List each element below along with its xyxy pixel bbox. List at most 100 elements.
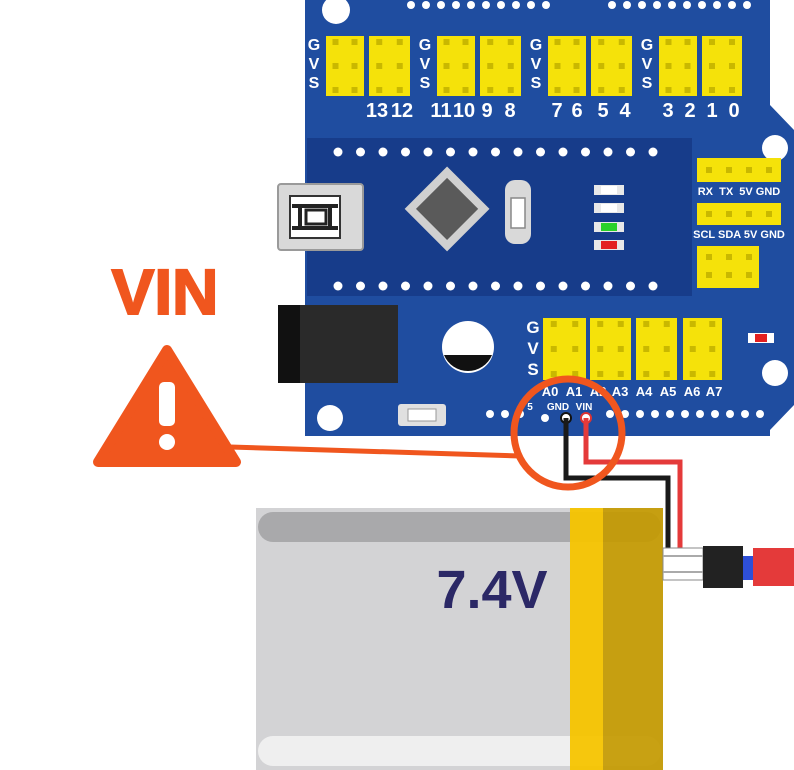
- battery-top-highlight: [258, 512, 661, 542]
- gvs-letter: G: [530, 37, 542, 54]
- gvs-letter: S: [420, 75, 431, 92]
- nano-pin: [648, 281, 658, 291]
- gvs-header-block: [326, 36, 364, 96]
- top-header-dots: [407, 1, 751, 9]
- power-wires: [563, 418, 683, 548]
- digital-pin-number: 9: [481, 100, 492, 122]
- gvs-header-block: [702, 36, 742, 96]
- analog-gvs-headers: [543, 318, 722, 380]
- gvs-header-block: [437, 36, 475, 96]
- vin-pin-label: VIN: [576, 402, 593, 413]
- mounting-hole: [762, 360, 788, 386]
- digital-pin-number: 0: [728, 100, 739, 122]
- gvs-letter: G: [419, 37, 431, 54]
- digital-pin-number: 13: [366, 100, 388, 122]
- gvs-letter: V: [642, 56, 653, 73]
- gvs-header-block: [590, 318, 631, 380]
- black-wire: [563, 418, 671, 548]
- lipo-battery: 7.4V: [256, 508, 794, 770]
- nano-pin: [603, 147, 613, 157]
- nano-pin: [468, 281, 478, 291]
- i2c-header: SCL SDA 5V GND: [693, 203, 785, 241]
- digital-pin-number: 11: [430, 100, 451, 122]
- digital-gvs-headers: [326, 36, 742, 96]
- reset-button: [398, 404, 446, 426]
- digital-pin-number: 7: [551, 100, 562, 122]
- digital-pin-number: 5: [597, 100, 608, 122]
- gvs-letter: S: [642, 75, 653, 92]
- nano-pin: [491, 281, 500, 291]
- gvs-letter: S: [527, 360, 538, 379]
- capacitor: [442, 321, 494, 373]
- nano-pin: [603, 281, 613, 291]
- power-pin-prefix: 5: [527, 402, 533, 413]
- gvs-letter: S: [309, 75, 320, 92]
- nano-pin: [558, 147, 568, 157]
- gvs-letter: V: [309, 56, 320, 73]
- nano-pin: [356, 281, 365, 291]
- gnd-pin-label: GND: [547, 402, 569, 413]
- digital-pin-number: 10: [453, 100, 475, 122]
- warning-triangle-icon: [93, 345, 241, 467]
- analog-pin-label: A0: [542, 384, 559, 399]
- dc-barrel-jack: [278, 305, 398, 383]
- nano-pin: [491, 147, 500, 157]
- nano-pin: [446, 281, 455, 291]
- digital-pin-number: 8: [504, 100, 515, 122]
- gvs-header-block: [591, 36, 632, 96]
- nano-pin: [378, 281, 388, 291]
- analog-pin-label: A3: [612, 384, 629, 399]
- gvs-letter: V: [420, 56, 431, 73]
- nano-pin: [378, 147, 388, 157]
- gvs-letter: V: [531, 56, 542, 73]
- digital-pin-number: 12: [391, 100, 413, 122]
- digital-pin-number: 4: [619, 100, 631, 122]
- mounting-hole: [317, 405, 343, 431]
- nano-board: [307, 138, 692, 296]
- nano-pin-row-top: [333, 147, 658, 157]
- gvs-header-block: [543, 318, 586, 380]
- nano-pin: [581, 147, 590, 157]
- gvs-letter: G: [641, 37, 653, 54]
- analog-pin-label: A4: [636, 384, 653, 399]
- gvs-header-block: [480, 36, 521, 96]
- analog-gvs-letters: GVS: [526, 318, 539, 379]
- gvs-letter: S: [531, 75, 542, 92]
- gvs-letter: G: [526, 318, 539, 337]
- nano-pin: [333, 147, 343, 157]
- digital-pin-number: 6: [571, 100, 582, 122]
- nano-pin: [626, 281, 635, 291]
- nano-pin: [401, 147, 410, 157]
- crystal-oscillator: [505, 180, 531, 244]
- nano-pin: [401, 281, 410, 291]
- mounting-hole: [762, 135, 788, 161]
- gvs-letter: V: [527, 339, 539, 358]
- analog-pin-label: A6: [684, 384, 701, 399]
- digital-pin-number: 2: [684, 100, 695, 122]
- i2c-label: SCL SDA 5V GND: [693, 229, 785, 241]
- nano-pin: [423, 147, 433, 157]
- red-wire: [583, 418, 683, 548]
- gvs-letter: G: [308, 37, 320, 54]
- nano-pin: [513, 147, 523, 157]
- digital-pin-number: 1: [706, 100, 717, 122]
- nano-pin-row-bottom: [333, 281, 658, 291]
- nano-pin: [333, 281, 343, 291]
- nano-pin: [536, 281, 545, 291]
- warning-title: VIN: [112, 256, 219, 328]
- gvs-header-block: [659, 36, 697, 96]
- nano-pin: [513, 281, 523, 291]
- usb-connector: [277, 183, 364, 251]
- uart-header: RX TX 5V GND: [697, 158, 781, 198]
- callout-line: [229, 444, 521, 459]
- battery-connector: [662, 546, 794, 588]
- analog-pin-label: A7: [706, 384, 723, 399]
- gvs-header-block: [548, 36, 586, 96]
- digital-pin-number: 3: [662, 100, 673, 122]
- battery-bottom-highlight: [258, 736, 661, 766]
- battery-voltage: 7.4V: [436, 560, 547, 620]
- gvs-header-block: [369, 36, 410, 96]
- analog-pin-label: A5: [660, 384, 677, 399]
- extra-header: [697, 246, 759, 288]
